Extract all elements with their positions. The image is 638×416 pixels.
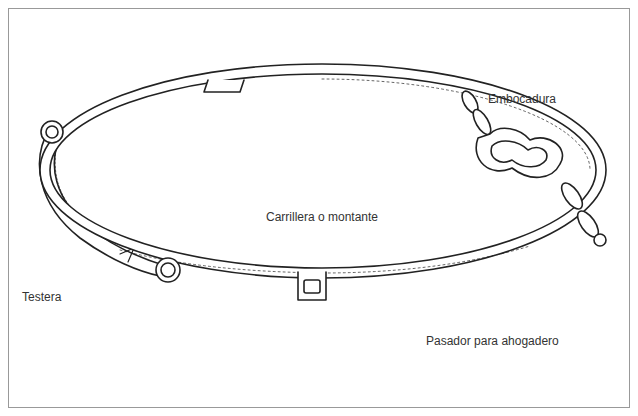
throatlatch-loop (298, 272, 326, 300)
cheek-strap (40, 64, 606, 278)
part-label: Pasador para ahogadero (426, 334, 559, 348)
bit (459, 89, 606, 246)
ring (156, 258, 180, 282)
frame (9, 9, 630, 408)
throatlatch-slot (304, 280, 320, 293)
ring (41, 121, 63, 143)
part-label: Embocadura (488, 92, 556, 106)
ring (161, 263, 175, 277)
ring (46, 126, 58, 138)
part-label: Testera (22, 290, 61, 304)
part-label: Carrillera o montante (266, 210, 378, 224)
strap-keeper (204, 80, 244, 92)
strap-stitching (120, 246, 530, 273)
